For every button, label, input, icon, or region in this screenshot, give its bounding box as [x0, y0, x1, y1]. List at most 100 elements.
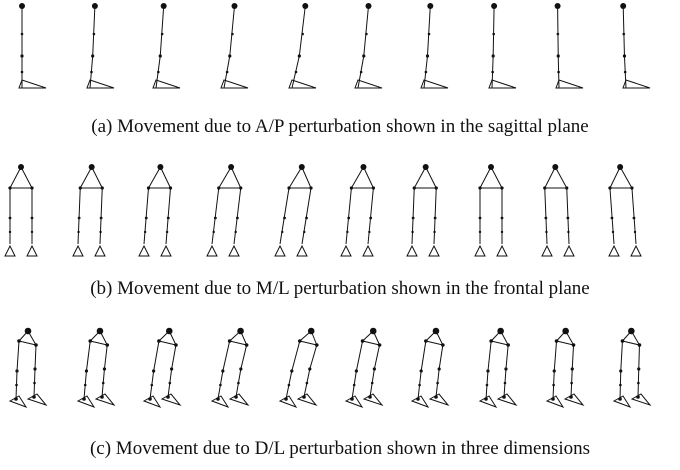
shank-marker-dot — [157, 70, 160, 74]
right-knee-dot — [308, 367, 312, 371]
left-hip-dot — [227, 339, 232, 343]
foot-triangle — [622, 79, 651, 89]
left-shank-marker-dot — [619, 383, 622, 387]
right-shank-marker-dot — [101, 381, 105, 385]
left-thigh-segment — [153, 340, 160, 372]
right-leg-segment — [367, 187, 374, 245]
left-leg-segment — [544, 187, 548, 245]
right-foot-triangle — [228, 244, 240, 257]
foot-triangle — [488, 79, 517, 89]
knee-dot — [297, 54, 301, 58]
right-knee-dot — [433, 216, 437, 220]
right-shank-marker-dot — [433, 230, 436, 234]
left-hip-dot — [360, 339, 365, 343]
right-shank-marker-dot — [165, 230, 169, 234]
frontal-figure-strip — [4, 164, 642, 257]
trunk-marker-dot — [492, 32, 495, 36]
right-shank-marker-dot — [234, 230, 237, 234]
foot-triangle — [555, 79, 584, 89]
knee-dot — [622, 54, 627, 58]
left-foot-wedge — [76, 395, 96, 408]
right-shank-marker-dot — [436, 381, 439, 385]
right-shank-marker-dot — [368, 230, 371, 234]
right-knee-dot — [437, 367, 441, 371]
trunk-marker-dot — [231, 32, 234, 36]
left-knee-dot — [552, 369, 556, 373]
left-leg-segment — [345, 187, 352, 245]
right-foot-wedge — [296, 393, 318, 407]
frontal-figure-9 — [541, 164, 575, 257]
pelvis-segment — [556, 340, 574, 346]
sagittal-figure-4 — [220, 3, 249, 89]
left-leg-segment — [411, 187, 415, 245]
sagittal-figure-8 — [488, 3, 517, 89]
trunk-left-segment — [9, 166, 22, 189]
left-hip-dot — [146, 186, 151, 190]
right-hip-dot — [168, 186, 173, 190]
knee-dot — [491, 54, 495, 58]
3d-figure-7 — [410, 327, 450, 408]
right-foot-triangle — [362, 244, 374, 257]
knee-dot — [91, 54, 95, 58]
right-shank-marker-dot — [370, 381, 374, 385]
right-hip-dot — [100, 186, 104, 190]
right-knee-dot — [239, 367, 243, 371]
3d-figure-2 — [76, 327, 116, 408]
foot-triangle — [152, 79, 181, 89]
left-hip-dot — [217, 186, 221, 190]
trunk-marker-dot — [622, 32, 626, 36]
3d-figure-9 — [545, 327, 585, 408]
foot-triangle — [354, 79, 383, 89]
left-knee-dot — [610, 216, 614, 220]
left-foot-triangle — [474, 244, 486, 257]
left-foot-triangle — [340, 244, 352, 257]
panel-c-3d: (c) Movement due to D/L perturbation sho… — [0, 315, 680, 470]
trunk-segment — [426, 5, 431, 57]
left-hip-dot — [554, 339, 559, 343]
left-hip-dot — [88, 339, 93, 343]
knee-dot — [20, 54, 24, 58]
right-thigh-segment — [171, 344, 177, 370]
right-hip-dot — [565, 186, 569, 190]
left-thigh-segment — [16, 340, 20, 372]
left-thigh-segment — [553, 340, 558, 372]
left-leg-segment — [77, 187, 81, 245]
sagittal-figure-3 — [152, 3, 181, 89]
right-thigh-segment — [373, 344, 381, 370]
left-foot-wedge — [142, 395, 162, 408]
head-dot — [307, 327, 315, 335]
trunk-left-segment — [350, 166, 364, 189]
head-dot — [617, 164, 624, 170]
left-shank-marker-dot — [485, 383, 489, 387]
trunk-segment — [298, 5, 306, 57]
pelvis-segment — [229, 340, 247, 346]
left-hip-dot — [620, 339, 625, 343]
frontal-figure-6 — [340, 164, 375, 257]
3d-figure-strip — [8, 327, 652, 408]
head-dot — [497, 327, 504, 335]
head-dot — [237, 327, 244, 335]
shank-marker-dot — [623, 70, 627, 74]
left-knee-dot — [411, 216, 415, 220]
frontal-figure-2 — [72, 164, 106, 257]
head-dot — [298, 164, 305, 170]
right-thigh-segment — [638, 344, 640, 370]
right-shank-marker-dot — [503, 381, 507, 385]
frontal-figure-10 — [608, 164, 642, 257]
head-dot — [488, 164, 494, 170]
right-shank-marker-dot — [168, 381, 172, 385]
head-dot — [160, 3, 167, 9]
head-dot — [96, 327, 104, 335]
trunk-marker-dot — [301, 32, 304, 36]
right-foot-wedge — [94, 393, 116, 407]
head-dot — [360, 164, 367, 170]
head-dot — [302, 3, 309, 9]
right-shank-marker-dot — [303, 230, 306, 234]
right-knee-dot — [369, 216, 373, 220]
right-hip-dot — [500, 186, 504, 190]
left-shank-marker-dot — [212, 230, 215, 234]
right-hip-dot — [377, 343, 382, 347]
left-shank-marker-dot — [77, 230, 80, 234]
right-hip-dot — [637, 343, 642, 347]
right-foot-triangle — [563, 244, 575, 257]
